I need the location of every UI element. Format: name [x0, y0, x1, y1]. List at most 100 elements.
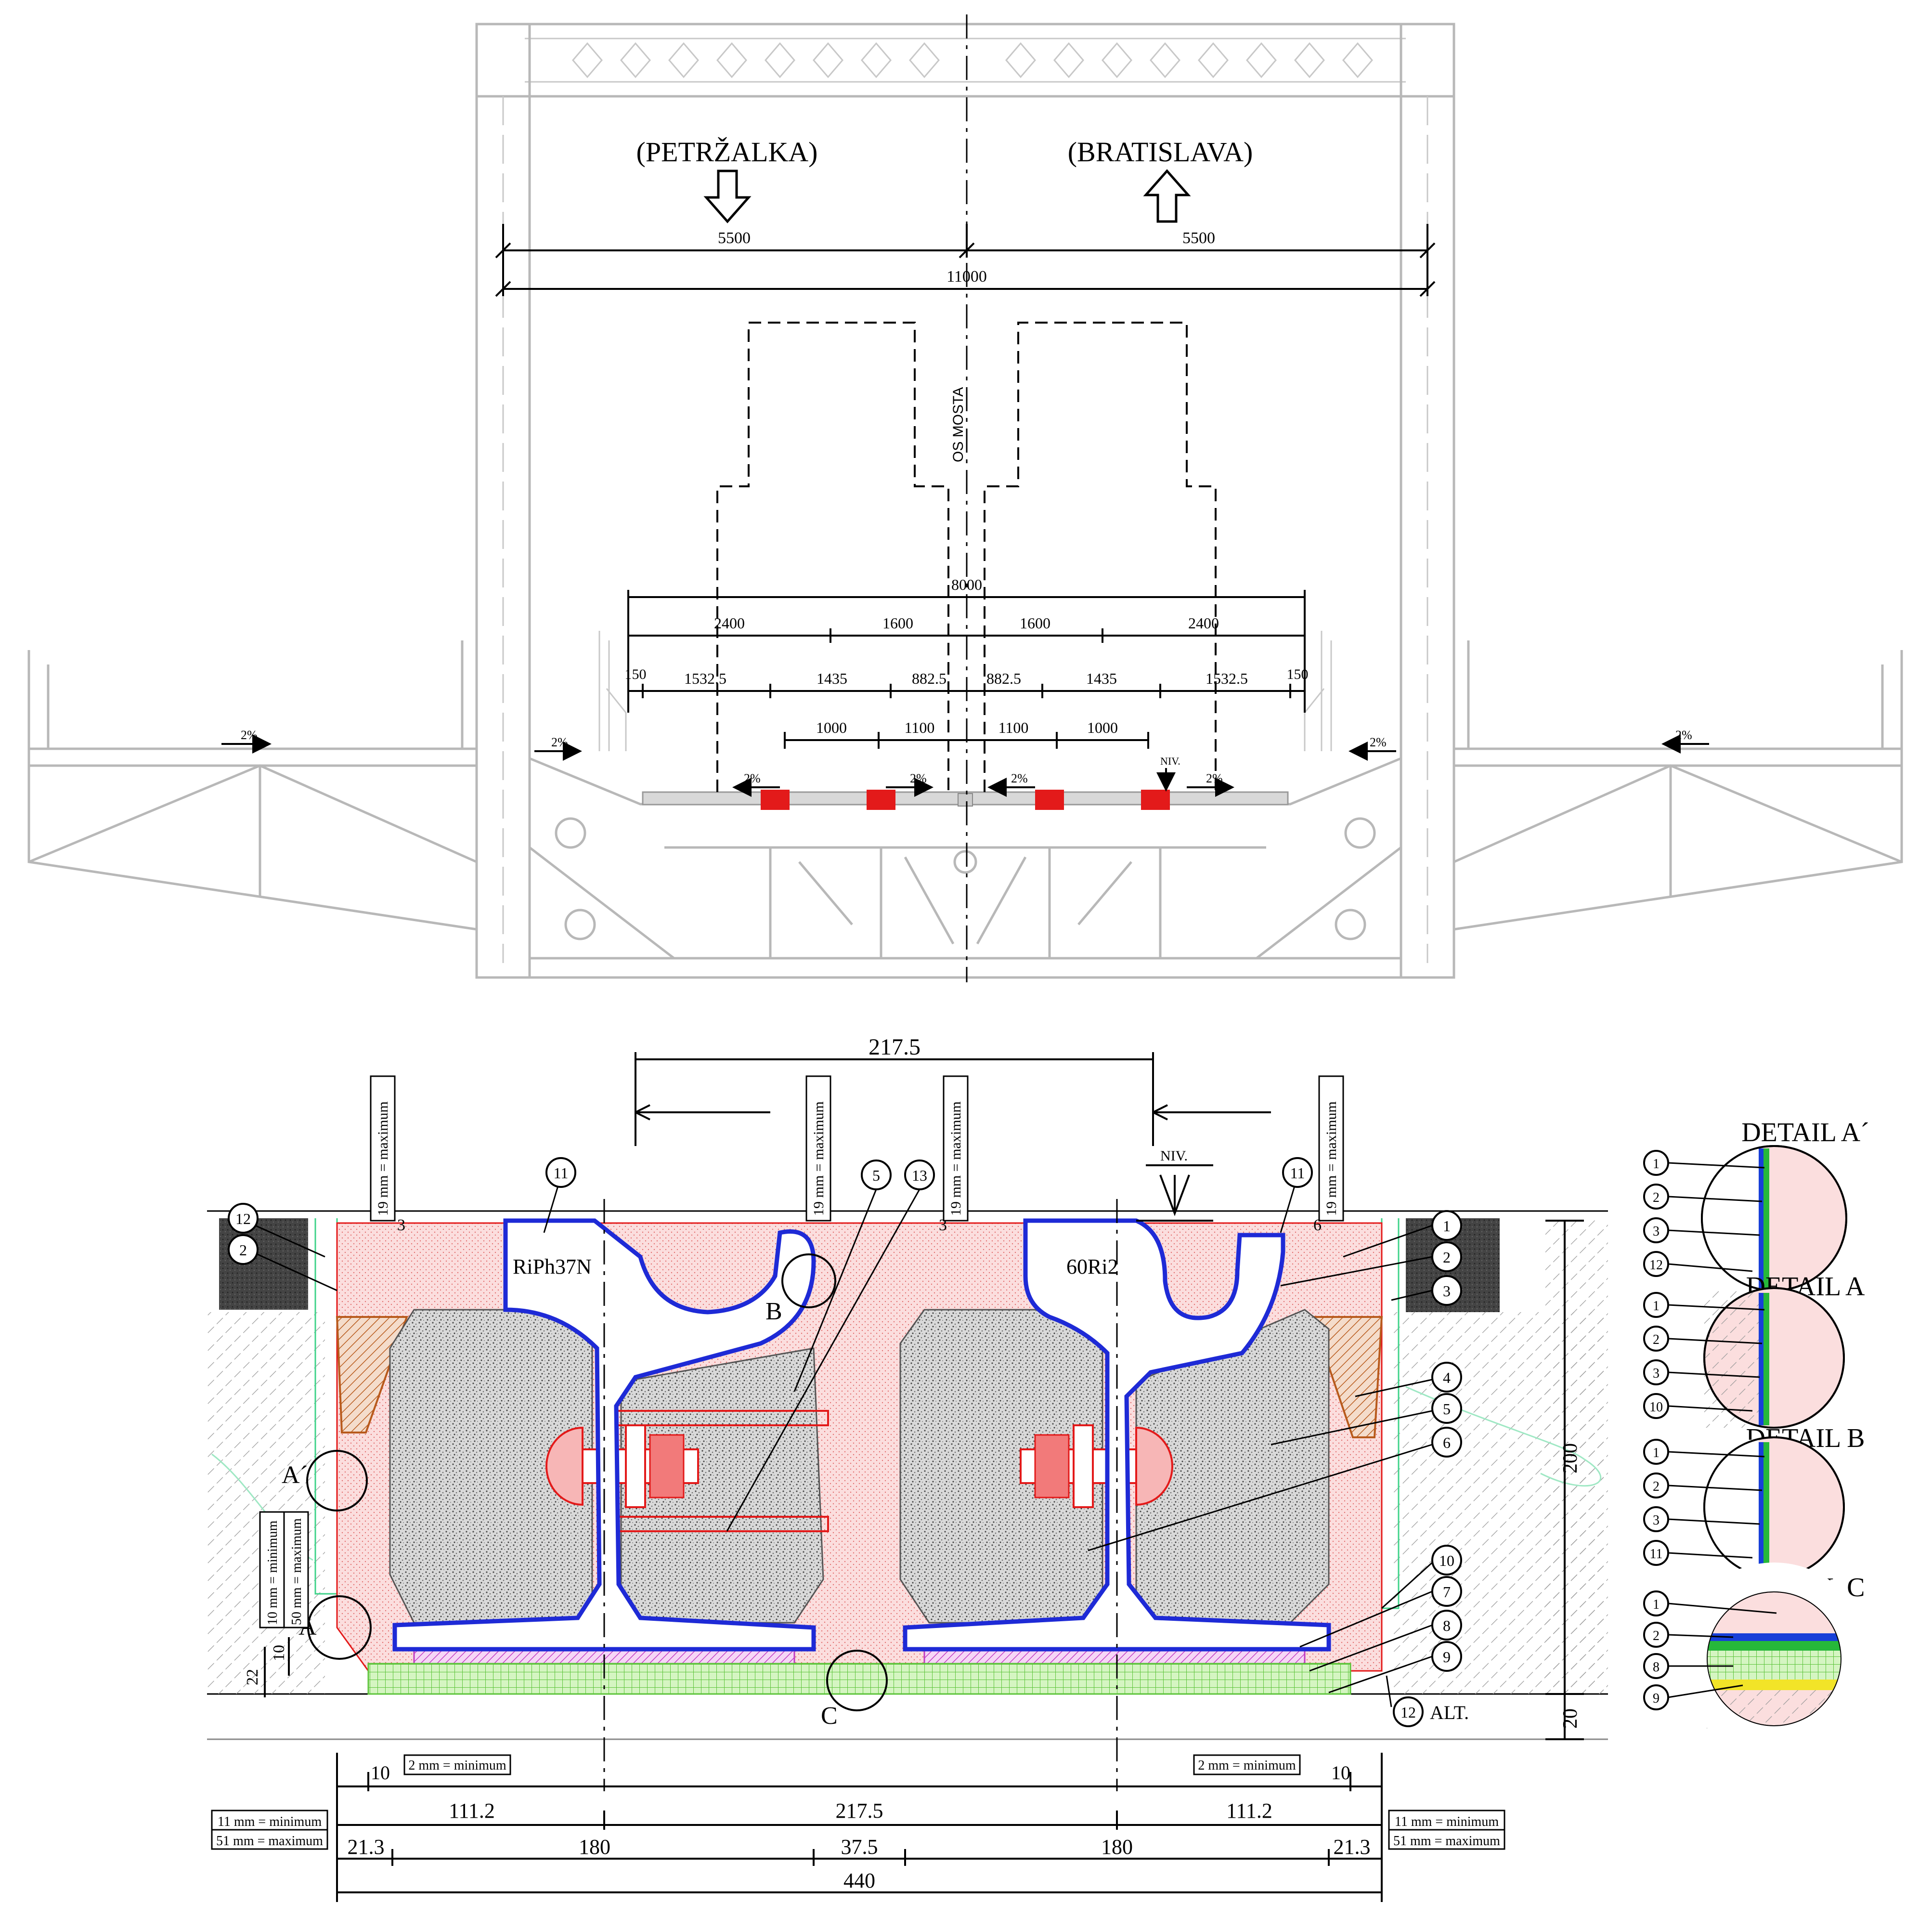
rail-marker — [1141, 790, 1170, 810]
dim-10-vertical: 10 — [270, 1645, 288, 1661]
callout-2: 2 — [1443, 1249, 1451, 1266]
detail-a-prime-item: 12 — [1649, 1258, 1663, 1273]
max-51-right: 51 mm = maximum — [1393, 1834, 1500, 1849]
dim-150-left: 150 — [625, 666, 647, 682]
dim-21-left: 21.3 — [348, 1835, 385, 1859]
clearance-profile-right — [984, 322, 1217, 792]
detail-panels: DETAIL A´ 1 2 3 12 DETAIL A 1 2 3 10 — [1643, 1118, 1870, 1755]
dim-111-right: 111.2 — [1226, 1799, 1272, 1823]
slope-label: 2% — [1370, 735, 1387, 749]
dim-882-right: 882.5 — [986, 670, 1021, 687]
dim-180-right: 180 — [1101, 1835, 1133, 1859]
left-cantilever — [27, 640, 478, 931]
detail-a-item: 1 — [1653, 1299, 1660, 1314]
callout-1: 1 — [1443, 1217, 1451, 1235]
direction-left-label: (PETRŽALKA) — [636, 136, 818, 168]
detail-b-item: 1 — [1653, 1446, 1660, 1460]
dim-1000-left: 1000 — [816, 719, 847, 736]
callout-10: 10 — [1439, 1552, 1454, 1569]
min-11-left: 11 mm = minimum — [218, 1814, 322, 1829]
dim-150-right: 150 — [1287, 666, 1309, 682]
max-19-text: 19 mm = maximum — [375, 1101, 391, 1216]
detail-b-item: 3 — [1653, 1513, 1660, 1528]
dim-1000-right: 1000 — [1087, 719, 1118, 736]
width-dimensions: 5500 5500 11000 — [495, 224, 1436, 297]
dim-10-right: 10 — [1331, 1762, 1350, 1784]
right-cantilever — [1453, 640, 1903, 931]
dim-3-left: 3 — [397, 1216, 405, 1234]
bottom-dimensions: 10 10 2 mm = minimum 2 mm = minimum 111.… — [211, 1753, 1505, 1902]
slope-label: 2% — [1011, 771, 1028, 785]
slope-label: 2% — [241, 728, 258, 742]
callout-7: 7 — [1443, 1583, 1451, 1601]
rail-riph37n — [392, 1218, 816, 1652]
arrow-up-icon — [1143, 169, 1191, 223]
slope-label: 2% — [1675, 728, 1692, 742]
dim-21-right: 21.3 — [1334, 1835, 1371, 1859]
callout-13: 13 — [912, 1167, 927, 1184]
max-50-text: 50 mm = maximum — [289, 1518, 304, 1625]
max-19-text: 19 mm = maximum — [1323, 1101, 1339, 1216]
letter-c: C — [821, 1702, 838, 1730]
dim-1435-left: 1435 — [817, 670, 847, 687]
dim-1100-left: 1100 — [905, 719, 935, 736]
concrete-block — [620, 1347, 824, 1624]
callout-9: 9 — [1443, 1648, 1451, 1666]
rail-marker — [761, 790, 790, 810]
left-gap-box: 10 mm = minimum 50 mm = maximum 10 22 — [244, 1511, 309, 1697]
detail-b-item: 11 — [1650, 1547, 1663, 1562]
letter-a-prime: A´ — [282, 1461, 308, 1489]
min-2-left: 2 mm = minimum — [408, 1758, 506, 1773]
detail-c-item: 1 — [1653, 1597, 1660, 1612]
dim-882-left: 882.5 — [912, 670, 947, 687]
max-19-text: 19 mm = maximum — [811, 1101, 827, 1216]
direction-right-label: (BRATISLAVA) — [1068, 136, 1253, 168]
detail-a-prime-title: DETAIL A´ — [1741, 1118, 1869, 1147]
callout-12: 12 — [235, 1210, 251, 1227]
portal-beam — [475, 23, 1455, 98]
dim-10-left: 10 — [371, 1762, 390, 1784]
detail-a-item: 3 — [1653, 1366, 1660, 1381]
callout-6: 6 — [1443, 1434, 1451, 1451]
callout-2: 2 — [239, 1241, 247, 1259]
portal-diamonds — [572, 42, 1373, 78]
detail-a-prime-item: 1 — [1653, 1157, 1660, 1172]
callout-12-alt: 12 — [1400, 1704, 1416, 1721]
slope-markers: 2% 2% 2% 2% 2% 2% 2% 2% NIV. — [221, 728, 1709, 797]
detail-marker-c — [826, 1650, 888, 1711]
height-dimensions: 200 20 — [1545, 1220, 1584, 1740]
dim-6: 6 — [1313, 1216, 1322, 1234]
rail-detail-section: RiPh37N 60Ri2 B A´ A C 217.5 NIV. 19 mm … — [207, 1034, 1608, 1902]
height-20: 20 — [1559, 1708, 1582, 1729]
niv-label: NIV. — [1160, 1148, 1188, 1164]
bridge-axis-label: OS MOSTA — [950, 387, 966, 462]
dim-1435-right: 1435 — [1086, 670, 1117, 687]
deck-truss — [529, 757, 1402, 979]
callout-5: 5 — [872, 1167, 880, 1184]
rail-markers — [761, 790, 1170, 810]
callouts: 11 11 5 13 12 2 1 2 3 4 5 6 10 — [228, 1157, 1469, 1727]
left-column — [475, 23, 531, 979]
dim-217-bottom: 217.5 — [836, 1799, 883, 1823]
detail-b-item: 2 — [1653, 1479, 1660, 1494]
dim-180-left: 180 — [579, 1835, 610, 1859]
detail-a-item: 2 — [1653, 1332, 1660, 1347]
slope-label: 2% — [551, 735, 568, 749]
mesh-layer — [367, 1663, 1351, 1695]
dim-440: 440 — [843, 1869, 875, 1892]
rail-label-left: RiPh37N — [513, 1255, 592, 1278]
concrete-left — [207, 1312, 325, 1694]
min-2-right: 2 mm = minimum — [1198, 1758, 1296, 1773]
dim-1600-left: 1600 — [882, 614, 913, 632]
height-200: 200 — [1559, 1443, 1582, 1473]
rail-marker — [1035, 790, 1064, 810]
detail-b: 1 2 3 11 — [1643, 1436, 1845, 1578]
letter-b: B — [765, 1298, 782, 1325]
detail-a-item: 10 — [1649, 1400, 1663, 1415]
track-dimensions: 8000 2400 1600 1600 2400 150 1532.5 1435… — [625, 576, 1309, 749]
dim-1600-right: 1600 — [1020, 614, 1050, 632]
max-19-text: 19 mm = maximum — [948, 1101, 964, 1216]
detail-a-prime-item: 2 — [1653, 1190, 1660, 1205]
callout-4: 4 — [1443, 1369, 1451, 1386]
